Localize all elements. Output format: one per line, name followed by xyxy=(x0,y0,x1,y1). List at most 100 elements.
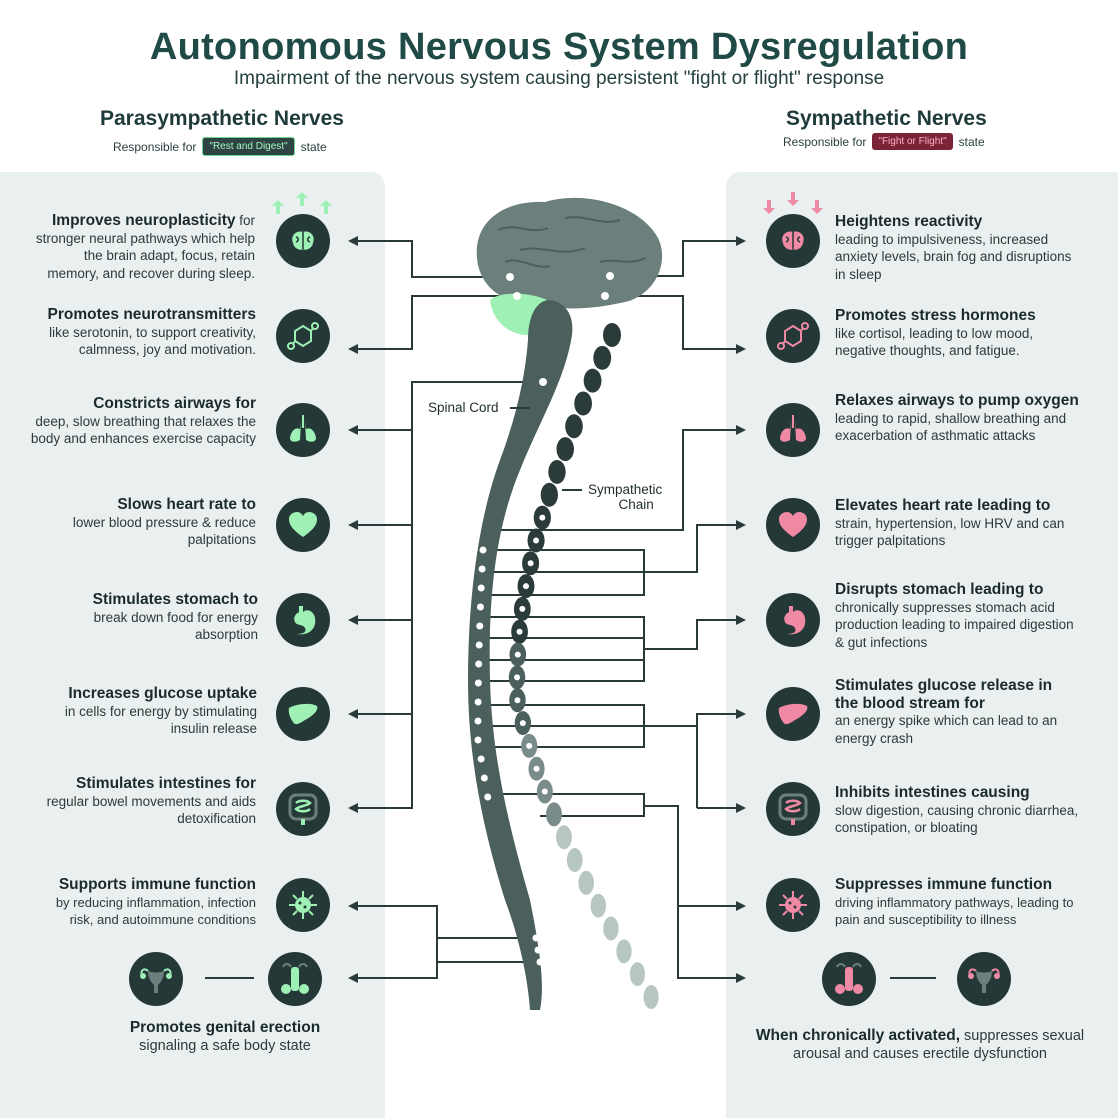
male-genital-icon xyxy=(822,952,876,1006)
chain-segment xyxy=(603,323,621,347)
virus-icon xyxy=(276,878,330,932)
item-heading: Supports immune function xyxy=(58,876,256,893)
item-heading: Promotes stress hormones xyxy=(835,307,1036,324)
item-body: strain, hypertension, low HRV and can tr… xyxy=(835,515,1065,549)
chain-segment xyxy=(643,985,659,1009)
intestines-icon xyxy=(766,782,820,836)
responsible-suffix: state xyxy=(958,134,985,149)
symp-item-intestines: Inhibits intestines causing slow digesti… xyxy=(835,784,1085,837)
cord-dot xyxy=(475,660,483,668)
responsible-prefix: Responsible for xyxy=(783,134,867,149)
uterus-icon xyxy=(957,952,1011,1006)
para-item-immune: Supports immune function by reducing inf… xyxy=(30,876,256,929)
chain-segment xyxy=(565,414,583,439)
spinal-cord-label: Spinal Cord xyxy=(428,400,499,415)
heart-icon xyxy=(276,498,330,552)
fight-flight-badge: "Fight or Flight" xyxy=(872,133,953,150)
chain-node xyxy=(522,583,529,590)
item-body: in cells for energy by stimulating insul… xyxy=(64,703,257,737)
arrowheads xyxy=(348,236,746,983)
chain-segment xyxy=(556,825,572,850)
chain-node xyxy=(516,628,523,635)
cord-dot xyxy=(475,641,483,649)
symp-item-immune: Suppresses immune function driving infla… xyxy=(835,876,1095,929)
parasympathetic-heading: Parasympathetic Nerves xyxy=(100,107,344,130)
heart-icon xyxy=(766,498,820,552)
spinal-cord xyxy=(468,300,573,1010)
symp-item-reactivity: Heightens reactivity leading to impulsiv… xyxy=(835,213,1085,283)
item-body: lower blood pressure & reduce palpitatio… xyxy=(72,514,256,548)
down-arrows-icon xyxy=(763,192,823,214)
item-body: deep, slow breathing that relaxes the bo… xyxy=(30,413,256,447)
junction-dots xyxy=(506,272,614,966)
chain-segment xyxy=(540,482,558,507)
chain-node xyxy=(514,674,521,681)
para-genital-caption: Promotes genital erection signaling a sa… xyxy=(100,1019,350,1055)
symp-genital-caption: When chronically activated, suppresses s… xyxy=(740,1027,1100,1063)
item-body: leading to rapid, shallow breathing and … xyxy=(835,410,1067,444)
liver-icon xyxy=(276,687,330,741)
para-item-airways: Constricts airways for deep, slow breath… xyxy=(30,395,256,448)
item-heading: Suppresses immune function xyxy=(835,876,1053,893)
molecule-icon xyxy=(766,309,820,363)
symp-item-glucose: Stimulates glucose release in the blood … xyxy=(835,677,1065,747)
spinal-cord-dots xyxy=(474,546,492,801)
cord-dot xyxy=(476,622,484,630)
item-body: regular bowel movements and aids detoxif… xyxy=(46,793,256,827)
cord-dot xyxy=(474,736,482,744)
chain-segment xyxy=(583,368,602,393)
chain-segment xyxy=(574,391,592,416)
caption-body: suppresses sexual arousal and causes ere… xyxy=(793,1028,1085,1062)
chain-node xyxy=(514,697,521,704)
item-body: like serotonin, to support creativity, c… xyxy=(49,324,256,358)
sympathetic-chain-label-line2: Chain xyxy=(618,497,654,512)
item-body: stronger neural pathways which help the … xyxy=(35,230,255,281)
item-body: an energy spike which can lead to an ene… xyxy=(835,713,1058,746)
cord-dot xyxy=(477,755,485,763)
liver-icon xyxy=(766,687,820,741)
item-heading: Inhibits intestines causing xyxy=(835,784,1030,801)
sympathetic-heading: Sympathetic Nerves xyxy=(786,107,987,130)
chain-node xyxy=(519,605,526,612)
item-heading: Heightens reactivity xyxy=(835,213,983,230)
item-heading: Disrupts stomach leading to xyxy=(835,581,1044,598)
item-heading-suffix: for xyxy=(235,213,255,228)
virus-icon xyxy=(766,878,820,932)
item-heading: Elevates heart rate leading to xyxy=(835,497,1051,514)
para-item-heart: Slows heart rate to lower blood pressure… xyxy=(60,496,256,549)
caption-heading: When chronically activated, xyxy=(755,1027,961,1044)
sympathetic-chain-label: Sympathetic Chain xyxy=(588,482,662,512)
cord-dot xyxy=(474,679,482,687)
para-item-stomach: Stimulates stomach to break down food fo… xyxy=(60,591,258,644)
chain-segment xyxy=(578,870,594,895)
chain-node xyxy=(519,720,526,727)
chain-segment xyxy=(566,848,583,873)
intestines-icon xyxy=(276,782,330,836)
cord-dot xyxy=(478,565,486,573)
chain-node xyxy=(539,514,546,521)
chain-segment xyxy=(548,459,566,484)
cord-dot xyxy=(474,717,482,725)
sympathetic-chain-label-line1: Sympathetic xyxy=(588,482,663,497)
item-heading: Relaxes airways to pump oxygen xyxy=(835,392,1079,409)
chain-node xyxy=(514,651,521,658)
para-item-intestines: Stimulates intestines for regular bowel … xyxy=(40,775,256,828)
lungs-icon xyxy=(766,403,820,457)
caption-heading: Promotes genital erection xyxy=(129,1019,321,1036)
chain-segment xyxy=(593,345,612,370)
cord-dot xyxy=(480,774,488,782)
chain-segment xyxy=(603,916,619,941)
brain-up-icon xyxy=(276,214,330,268)
rest-digest-badge: "Rest and Digest" xyxy=(202,137,295,156)
chain-node xyxy=(541,788,548,795)
item-heading: Stimulates stomach to xyxy=(92,591,258,608)
chain-segment xyxy=(590,893,607,918)
item-heading: Increases glucose uptake xyxy=(68,685,257,702)
item-body: chronically suppresses stomach acid prod… xyxy=(835,599,1074,650)
item-heading: Stimulates intestines for xyxy=(75,775,256,792)
item-heading: Improves neuroplasticity xyxy=(52,212,236,229)
item-heading: Stimulates glucose release in the blood … xyxy=(835,677,1053,712)
item-heading: Constricts airways for xyxy=(93,395,256,412)
item-body: like cortisol, leading to low mood, nega… xyxy=(835,325,1034,359)
item-body: break down food for energy absorption xyxy=(93,609,258,643)
